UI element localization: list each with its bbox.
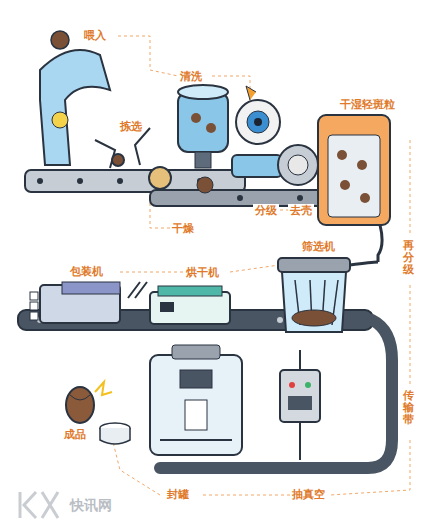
packing-machine <box>30 282 120 323</box>
feed-pipe <box>40 31 110 165</box>
step-label: 去壳 <box>288 204 314 217</box>
step-label: 喂入 <box>82 29 108 42</box>
flow-lines <box>110 36 410 495</box>
step-label: 分级 <box>253 204 279 217</box>
watermark-logo <box>20 492 58 518</box>
screening-tank <box>278 258 378 332</box>
step-label: 抽真空 <box>290 488 327 501</box>
step-label: 筛选机 <box>300 240 337 253</box>
vacuum-control <box>280 350 320 460</box>
step-label: 封罐 <box>165 488 191 501</box>
step-label: 烘干机 <box>184 266 221 279</box>
washing-tank <box>178 85 228 193</box>
watermark: 快讯网 <box>68 497 114 514</box>
grading-robot <box>232 86 282 177</box>
step-label: 清洗 <box>178 70 204 83</box>
step-label: 传输带 <box>402 388 415 428</box>
picker-arms <box>95 128 171 189</box>
sealing-machine <box>150 345 242 455</box>
step-label: 成品 <box>62 428 88 441</box>
sheller <box>278 145 318 185</box>
step-label: 拣选 <box>118 120 144 133</box>
dryer-machine <box>128 282 230 324</box>
step-label: 再分级 <box>402 238 415 278</box>
step-label: 包装机 <box>68 265 105 278</box>
step-label: 干湿轻斑粒 <box>338 98 397 111</box>
step-label: 干燥 <box>170 222 196 235</box>
